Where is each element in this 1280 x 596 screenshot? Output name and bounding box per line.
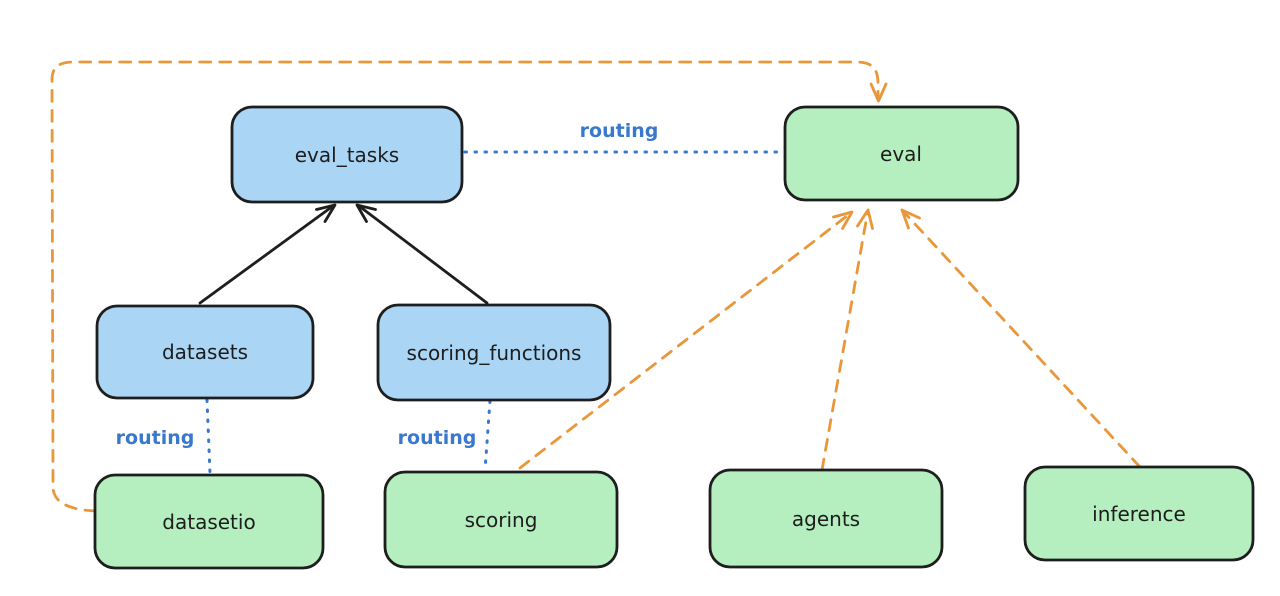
node-agents: agents [708,468,944,569]
node-inference: inference [1023,465,1255,562]
edge-agents-to-eval [820,208,870,472]
arrowhead-scoring-functions-to-eval-tasks [355,203,377,223]
edge-label-routing-scoring: routing [398,427,477,449]
edge-label-routing-top: routing [580,120,659,142]
node-agents-label: agents [792,507,860,531]
node-datasetio: datasetio [93,473,325,570]
node-datasets-box [95,304,315,400]
node-inference-label: inference [1092,502,1186,526]
edge-datasetio-to-eval [50,60,880,513]
node-scoring-box [383,470,619,569]
arrowhead-datasetio-to-eval [869,82,888,103]
node-scoring-label: scoring [465,508,538,532]
node-eval: eval [783,105,1020,202]
edge-label-routing-datasets: routing [116,427,195,449]
node-eval-label: eval [880,142,922,166]
arrowhead-agents-to-eval [856,208,874,230]
arrowhead-datasets-to-eval-tasks [315,203,337,223]
node-scoring-functions-box [376,303,612,402]
node-eval-tasks: eval_tasks [230,105,464,204]
node-eval-tasks-box [230,105,464,204]
edge-scoring-to-eval [518,210,854,470]
node-agents-box [708,468,944,569]
node-eval-tasks-label: eval_tasks [295,143,399,167]
node-eval-box [783,105,1020,202]
edge-datasets-to-eval-tasks [198,204,335,305]
node-datasetio-box [93,473,325,570]
edge-datasets-to-datasetio-routing [205,398,212,475]
arrowhead-inference-to-eval [900,208,921,230]
arrowhead-scoring-to-eval [832,210,854,230]
node-datasetio-label: datasetio [162,510,255,534]
edge-inference-to-eval [900,208,1142,469]
edge-scoring-functions-to-scoring-routing [483,399,492,472]
node-scoring: scoring [383,470,619,569]
edge-scoring-functions-to-eval-tasks [357,204,489,305]
node-scoring-functions: scoring_functions [376,303,612,402]
node-scoring-functions-label: scoring_functions [407,341,582,365]
node-datasets-label: datasets [162,340,248,364]
node-inference-box [1023,465,1255,562]
node-datasets: datasets [95,304,315,400]
